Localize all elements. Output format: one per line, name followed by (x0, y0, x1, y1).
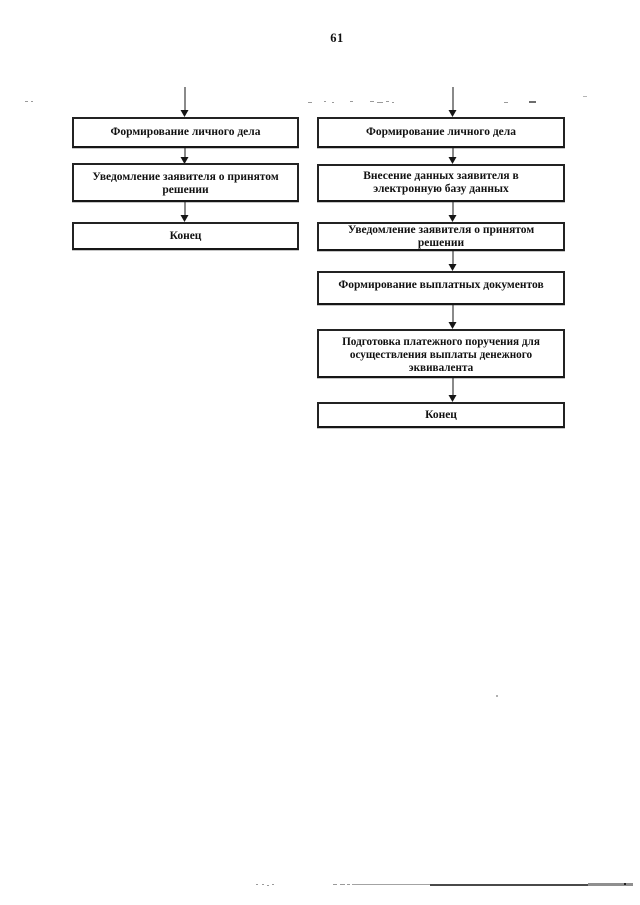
flow-arrow-down-icon (448, 378, 458, 402)
scan-artifact (256, 884, 258, 885)
flow-step-box: Формирование выплатных документов (317, 271, 565, 305)
arrow-head (448, 264, 457, 271)
arrow-shaft (452, 148, 454, 159)
scan-artifact (504, 102, 508, 103)
scan-artifact (272, 884, 274, 885)
flow-arrow-down-icon (448, 305, 458, 329)
scan-artifact (529, 101, 536, 103)
scan-artifact (267, 885, 269, 886)
arrow-shaft (452, 202, 454, 217)
scan-artifact (386, 101, 389, 102)
scan-artifact (332, 102, 334, 103)
flow-arrow-down-icon (180, 87, 190, 117)
scan-artifact (340, 884, 345, 885)
flow-step-label: Формирование выплатных документов (338, 279, 544, 291)
flow-step-label: Конец (425, 408, 457, 421)
flow-step-box: Конец (72, 222, 299, 250)
arrow-shaft (452, 305, 454, 324)
scan-artifact (583, 96, 587, 97)
scan-artifact (324, 101, 326, 102)
scan-artifact (333, 884, 337, 885)
flow-step-box: Внесение данных заявителя в электронную … (317, 164, 565, 202)
scan-artifact (624, 883, 626, 885)
scan-artifact (31, 101, 33, 102)
arrow-head (448, 157, 457, 164)
flow-step-label: Подготовка платежного поручения для осущ… (342, 336, 540, 374)
scan-artifact (308, 102, 312, 103)
arrow-shaft (184, 202, 186, 217)
scan-artifact (588, 883, 633, 886)
flow-step-label: Конец (169, 229, 202, 242)
flow-step-label: Уведомление заявителя о принятом решении (347, 223, 535, 249)
arrow-head (448, 322, 457, 329)
flow-arrow-down-icon (448, 251, 458, 271)
scan-artifact (496, 695, 498, 697)
scan-artifact (352, 884, 430, 885)
flow-step-box: Конец (317, 402, 565, 428)
arrow-shaft (452, 87, 454, 112)
scan-artifact (347, 884, 350, 885)
arrow-shaft (184, 148, 186, 159)
flow-arrow-down-icon (448, 202, 458, 222)
flow-arrow-down-icon (180, 148, 190, 164)
flow-step-box: Формирование личного дела (72, 117, 299, 148)
flow-step-box: Уведомление заявителя о принятом решении (317, 222, 565, 251)
flow-step-label: Внесение данных заявителя в электронную … (363, 170, 519, 195)
arrow-head (180, 110, 189, 117)
scan-artifact (430, 884, 590, 886)
scan-artifact (262, 884, 264, 885)
flow-step-label: Уведомление заявителя о принятом решении (92, 171, 279, 196)
flow-arrow-down-icon (180, 202, 190, 222)
flow-step-label: Формирование личного дела (366, 126, 516, 138)
scan-artifact (350, 101, 353, 102)
arrow-head (180, 215, 189, 222)
flow-step-box: Формирование личного дела (317, 117, 565, 148)
scan-artifact (25, 101, 28, 102)
arrow-shaft (184, 87, 186, 112)
arrow-head (448, 215, 457, 222)
arrow-shaft (452, 251, 454, 266)
scan-artifact (392, 102, 394, 103)
arrow-head (448, 395, 457, 402)
scan-artifact (377, 102, 383, 103)
page-number: 61 (330, 31, 344, 45)
flow-arrow-down-icon (448, 87, 458, 117)
flow-arrow-down-icon (448, 148, 458, 164)
arrow-head (448, 110, 457, 117)
arrow-shaft (452, 378, 454, 397)
scan-artifact (370, 101, 374, 102)
arrow-head (180, 157, 189, 164)
flow-step-box: Уведомление заявителя о принятом решении (72, 163, 299, 202)
flow-step-box: Подготовка платежного поручения для осущ… (317, 329, 565, 378)
flow-step-label: Формирование личного дела (110, 126, 261, 138)
